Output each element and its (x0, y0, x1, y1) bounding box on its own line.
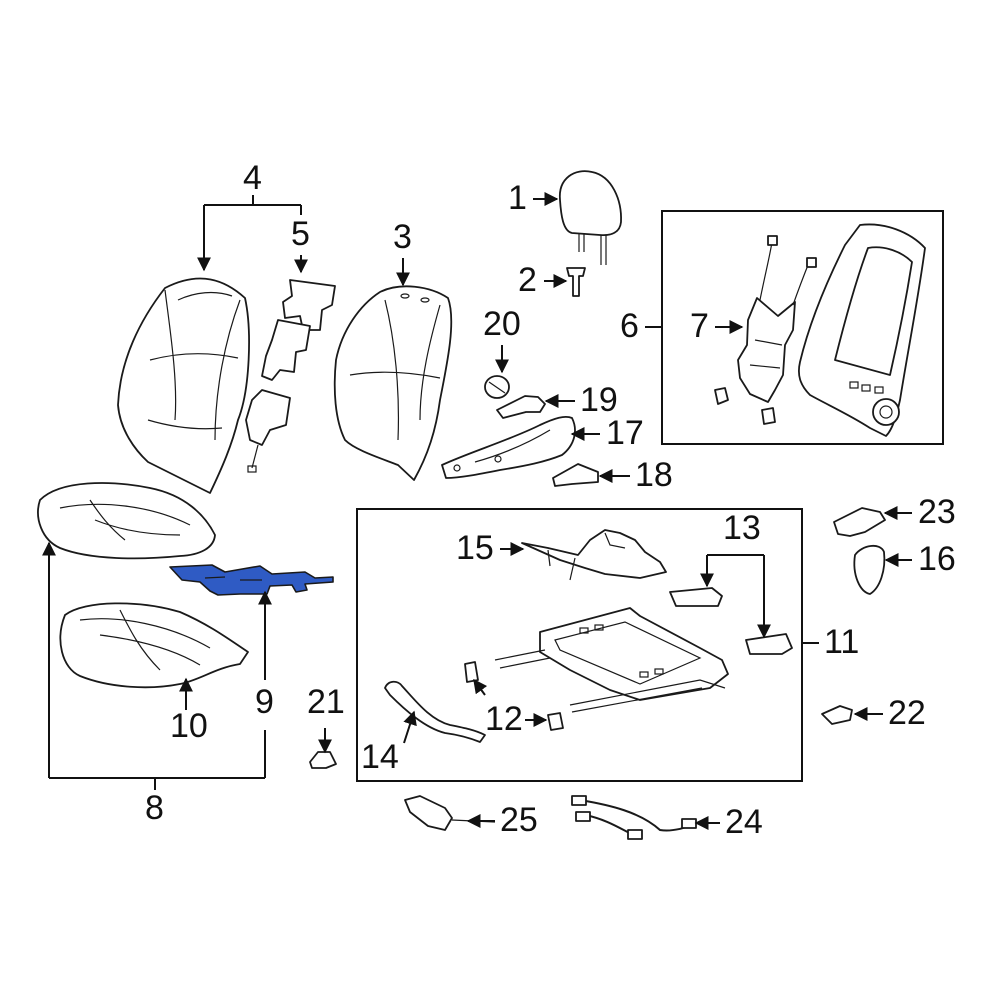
seatback-cover[interactable] (117, 277, 250, 494)
callout-20[interactable]: 20 (483, 305, 521, 343)
callout-4[interactable]: 4 (243, 159, 262, 197)
callout-10[interactable]: 10 (170, 707, 208, 745)
seatback-frame[interactable] (797, 223, 926, 437)
recliner-cover-bracket[interactable] (552, 463, 599, 487)
seat-track-assembly[interactable] (494, 607, 729, 713)
callout-7[interactable]: 7 (690, 307, 709, 345)
track-cover-inner[interactable] (669, 587, 723, 607)
callout-22[interactable]: 22 (888, 694, 926, 732)
seat-trim-clip-21[interactable] (309, 751, 337, 769)
callout-21[interactable]: 21 (307, 683, 345, 721)
callout-18[interactable]: 18 (635, 456, 673, 494)
recliner-handle[interactable] (496, 395, 546, 419)
recliner-cover[interactable] (441, 415, 576, 479)
seat-cushion-cover[interactable] (37, 482, 216, 560)
callout-1[interactable]: 1 (508, 179, 527, 217)
seat-adjust-bar[interactable] (384, 680, 486, 743)
callout-11[interactable]: 11 (824, 623, 859, 661)
track-clip-lower[interactable] (547, 712, 564, 731)
callout-19[interactable]: 19 (580, 381, 618, 419)
headrest-guide[interactable] (566, 267, 586, 297)
callout-16[interactable]: 16 (918, 540, 956, 578)
seat-trim-clip-22[interactable] (821, 705, 853, 725)
seat-cushion-pad[interactable] (59, 602, 249, 689)
callout-13[interactable]: 13 (723, 509, 761, 547)
callout-3[interactable]: 3 (393, 218, 412, 256)
callout-23[interactable]: 23 (918, 493, 956, 531)
lumbar-support[interactable] (714, 235, 817, 425)
track-group-box (356, 508, 803, 782)
track-clip-upper[interactable] (464, 661, 479, 683)
leader-lines (42, 192, 912, 830)
seat-cushion-heater[interactable] (169, 564, 334, 596)
seatback-pad[interactable] (333, 285, 453, 481)
seatback-heater[interactable] (245, 279, 336, 473)
callout-9[interactable]: 9 (255, 683, 274, 721)
callout-25[interactable]: 25 (500, 801, 538, 839)
headrest[interactable] (559, 170, 622, 265)
callout-8[interactable]: 8 (145, 789, 164, 827)
seat-wire-harness[interactable] (571, 795, 697, 840)
recliner-knob[interactable] (484, 375, 510, 399)
callout-24[interactable]: 24 (725, 803, 763, 841)
callout-15[interactable]: 15 (456, 529, 494, 567)
trim-cover-cap[interactable] (853, 545, 886, 595)
callout-5[interactable]: 5 (291, 215, 310, 253)
callout-2[interactable]: 2 (518, 261, 537, 299)
callout-14[interactable]: 14 (361, 738, 399, 776)
seat-wire-bracket[interactable] (404, 795, 496, 831)
seat-lift-bracket[interactable] (521, 529, 667, 581)
callout-17[interactable]: 17 (606, 414, 644, 452)
callout-6[interactable]: 6 (620, 307, 639, 345)
track-cover-outer[interactable] (745, 633, 793, 655)
trim-cover-clip[interactable] (833, 507, 886, 537)
callout-12[interactable]: 12 (485, 700, 523, 738)
